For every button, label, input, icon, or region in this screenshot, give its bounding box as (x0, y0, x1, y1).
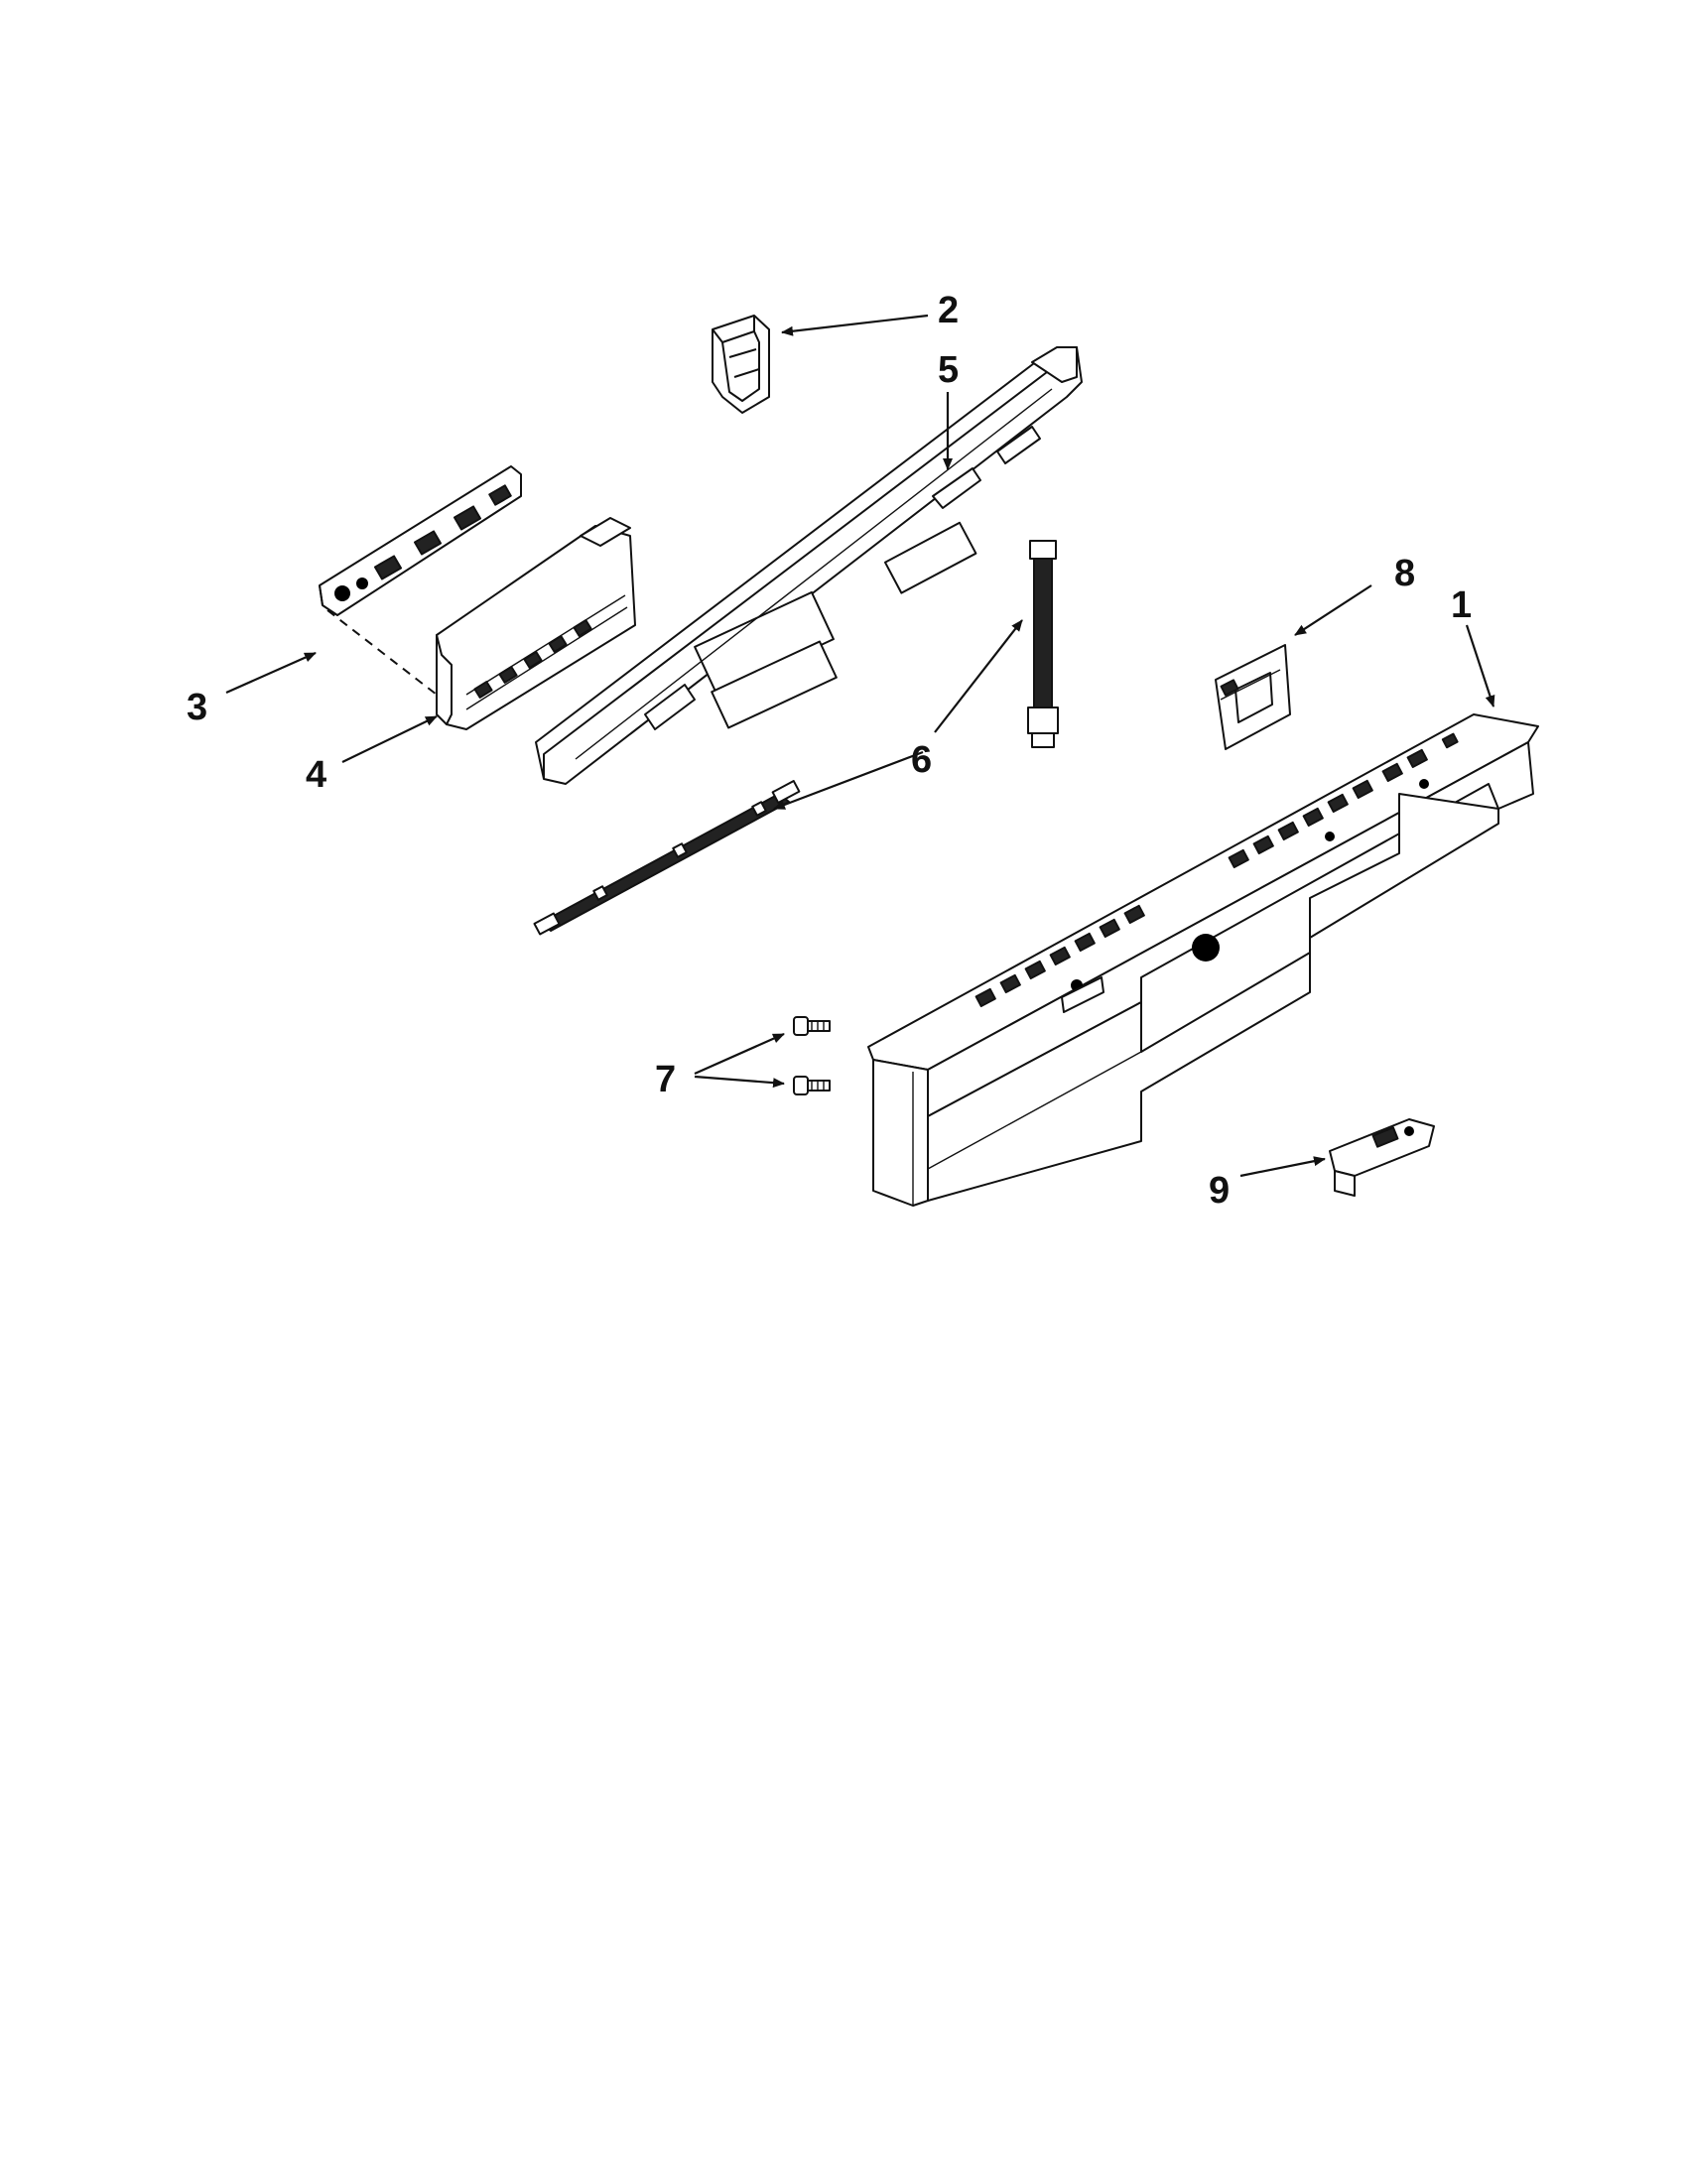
part-7-screws (793, 1016, 831, 1095)
callout-labels: 1 2 3 4 5 6 7 8 9 (187, 290, 1472, 1212)
leader-1 (1465, 624, 1495, 707)
leader-6a (773, 750, 924, 811)
callout-8: 8 (1394, 553, 1415, 594)
part-3-board (319, 465, 522, 616)
leader-4 (341, 715, 438, 763)
callout-2: 2 (938, 290, 959, 331)
part-6-vertical-harness (1027, 540, 1059, 748)
callout-4: 4 (306, 754, 326, 796)
leader-7a (694, 1032, 785, 1076)
callout-9: 9 (1209, 1170, 1230, 1212)
part-3-4-alignment-line (326, 609, 438, 696)
leader-2 (781, 314, 929, 336)
callout-7: 7 (655, 1059, 676, 1100)
part-8-bracket (1215, 644, 1291, 750)
part-6-ribbon-harness (533, 780, 801, 936)
console-buttons-left (974, 904, 1145, 1008)
leader-lines (225, 314, 1495, 1178)
leader-9 (1239, 1156, 1326, 1178)
part-4-control-board (436, 517, 636, 730)
part-2-bracket (712, 315, 770, 414)
callout-3: 3 (187, 687, 207, 728)
screw-upper (793, 1016, 831, 1036)
callout-6: 6 (911, 739, 932, 781)
leader-6b (934, 619, 1023, 733)
leader-3 (225, 651, 317, 695)
leader-8 (1294, 584, 1372, 636)
screw-lower (793, 1076, 831, 1095)
part-9-switch (1329, 1118, 1435, 1197)
console-buttons-right (1228, 732, 1459, 869)
leader-7b (694, 1075, 785, 1089)
callout-1: 1 (1451, 584, 1472, 626)
callout-5: 5 (938, 349, 959, 391)
part-1-console-panel (867, 713, 1539, 1207)
